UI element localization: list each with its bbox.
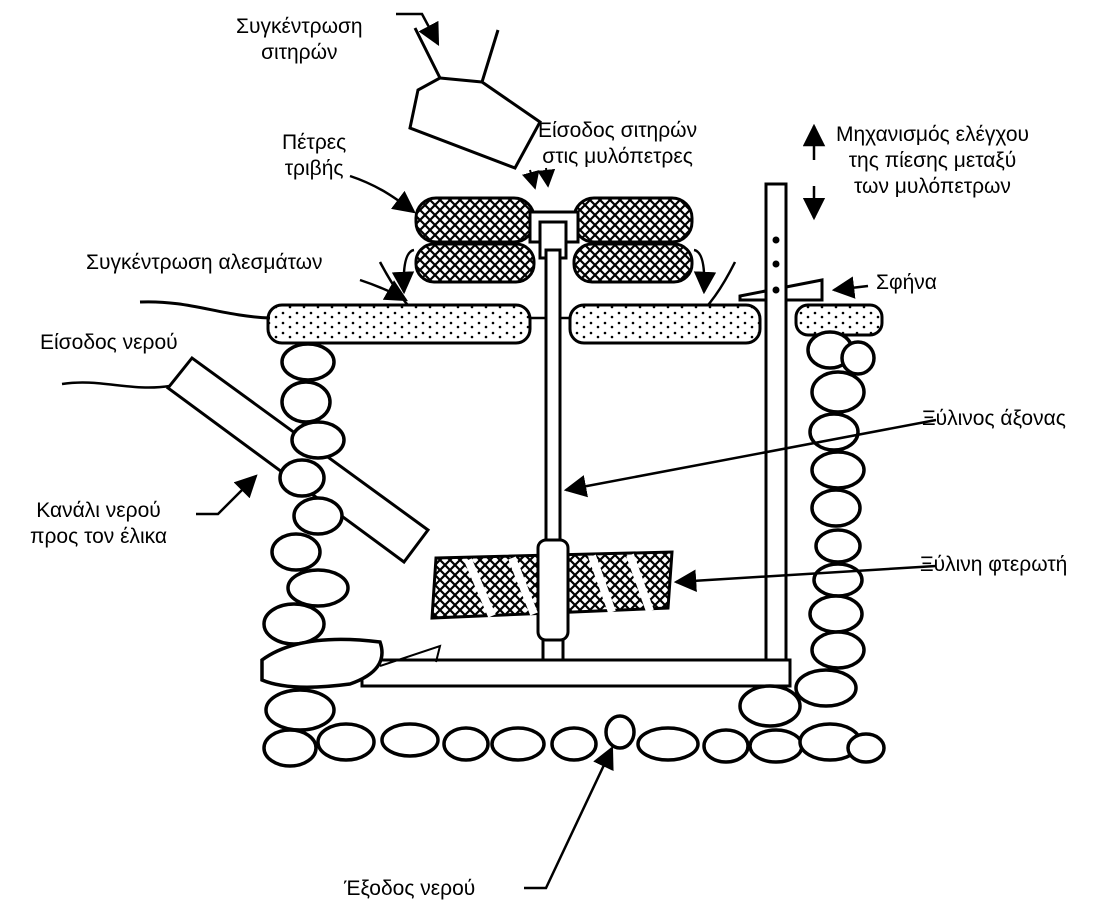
grain-inlet-arrow-2 bbox=[546, 168, 548, 186]
wooden-wheel bbox=[432, 540, 672, 678]
leader-wheel bbox=[676, 566, 936, 582]
wooden-shaft bbox=[546, 250, 560, 546]
label-wooden-shaft: Ξύλινος άξονας bbox=[922, 406, 1066, 432]
leader-wedge bbox=[834, 286, 868, 290]
label-water-channel: Κανάλι νερού προς τον έλικα bbox=[30, 498, 167, 550]
grain-hopper bbox=[410, 28, 540, 168]
label-grain-collection: Συγκέντρωση σιτηρών bbox=[236, 14, 363, 66]
bottom-beam bbox=[362, 646, 790, 686]
pressure-control-rod bbox=[766, 184, 786, 684]
label-water-inlet: Είσοδος νερού bbox=[40, 330, 178, 356]
label-wooden-wheel: Ξύλινη φτερωτή bbox=[920, 552, 1067, 578]
label-millstones: Πέτρες τριβής bbox=[282, 130, 346, 182]
leader-shaft bbox=[566, 420, 936, 490]
leader-channel bbox=[196, 476, 256, 514]
label-flour-collection: Συγκέντρωση αλεσμάτων bbox=[86, 250, 323, 276]
leader-outlet bbox=[524, 748, 612, 888]
label-water-outlet: Έξοδος νερού bbox=[344, 876, 475, 902]
stone-wall-left bbox=[262, 344, 382, 730]
label-pressure-control: Μηχανισμός ελέγχου της πίεσης μεταξύ των… bbox=[836, 122, 1029, 200]
stone-floor bbox=[264, 716, 884, 766]
grain-inlet-arrow bbox=[530, 170, 535, 188]
label-grain-inlet: Είσοδος σιτηρών στις μυλόπετρες bbox=[538, 118, 697, 170]
leader-millstones bbox=[350, 176, 414, 212]
leader-flour bbox=[360, 280, 406, 300]
label-wedge: Σφήνα bbox=[876, 270, 937, 296]
water-inlet-flow bbox=[62, 382, 170, 387]
